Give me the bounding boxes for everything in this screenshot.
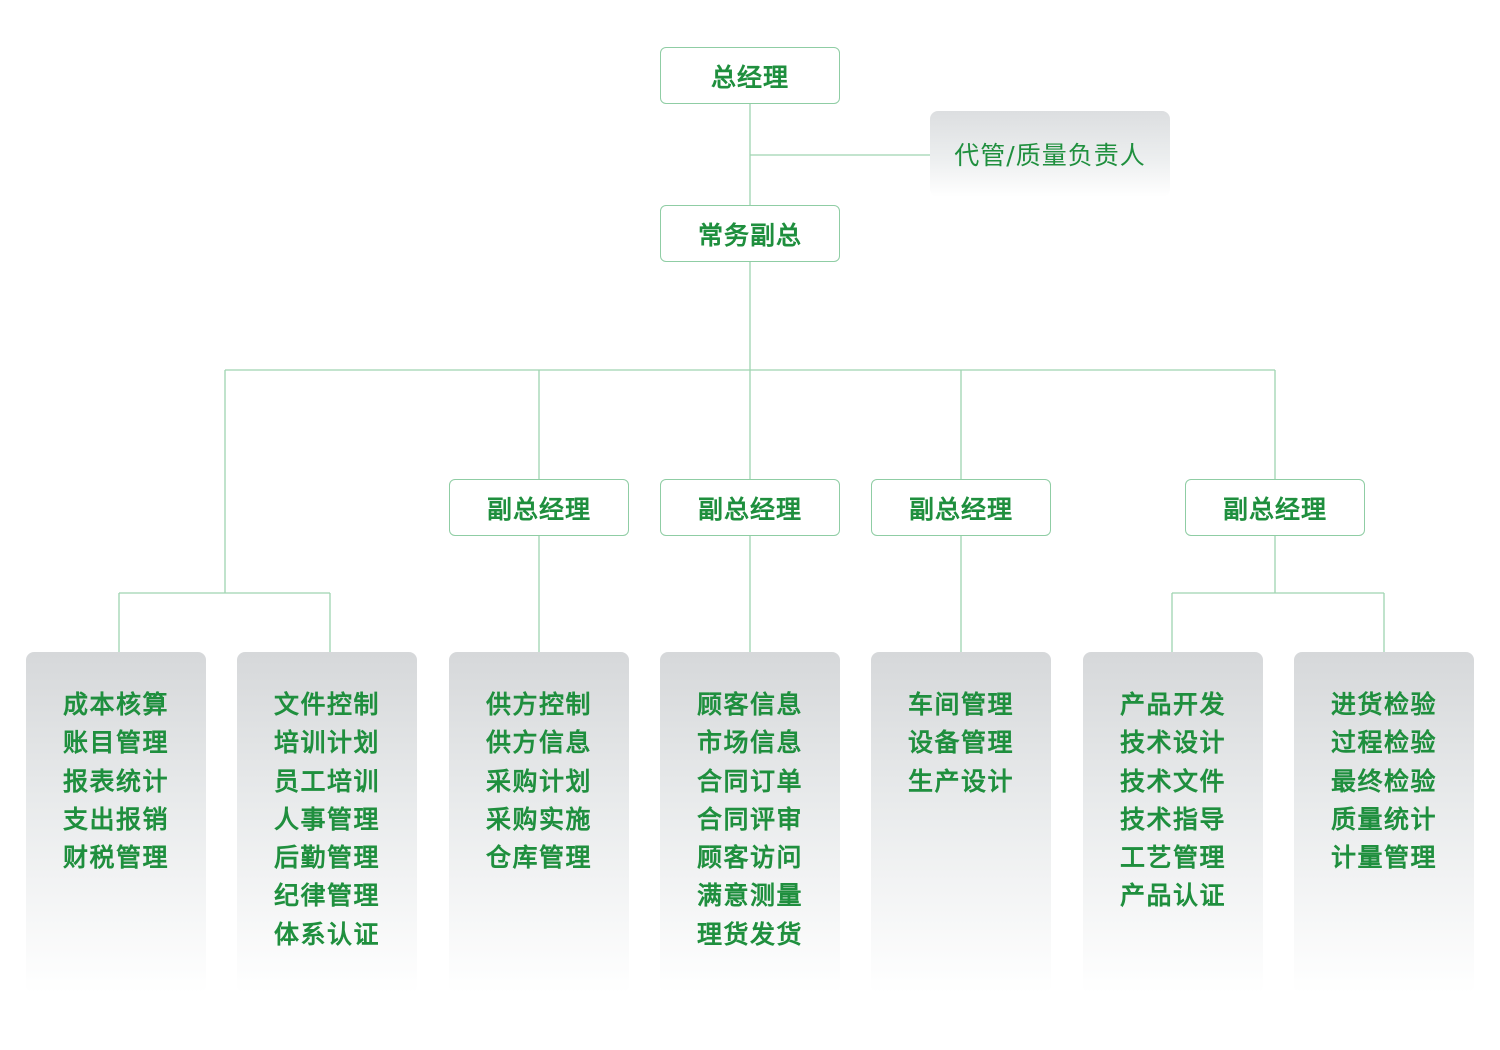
dept-item: 产品认证 [1119, 881, 1226, 911]
dept-item: 文件控制 [273, 690, 380, 719]
dept-finance: 成本核算 账目管理 报表统计 支出报销 财税管理 [26, 652, 206, 994]
dept-item: 产品开发 [1119, 690, 1226, 719]
dept-item: 成本核算 [62, 690, 169, 719]
dept-technology: 产品开发 技术设计 技术文件 技术指导 工艺管理 产品认证 [1083, 652, 1263, 994]
dept-item: 采购实施 [485, 804, 592, 834]
vp-box-3: 副总经理 [871, 479, 1051, 536]
dept-item: 技术文件 [1119, 766, 1226, 796]
dept-item: 工艺管理 [1119, 843, 1226, 873]
dept-item: 质量统计 [1330, 804, 1437, 834]
dept-item: 生产设计 [907, 766, 1014, 796]
executive-vp-box: 常务副总 [660, 205, 840, 262]
dept-item: 纪律管理 [273, 881, 380, 911]
dept-item: 合同订单 [696, 766, 803, 796]
dept-item: 采购计划 [485, 766, 592, 796]
dept-item: 技术指导 [1119, 804, 1226, 834]
dept-item: 供方控制 [485, 690, 592, 719]
dept-item: 财税管理 [62, 843, 169, 873]
dept-item: 合同评审 [696, 804, 803, 834]
vp-box-2: 副总经理 [660, 479, 840, 536]
dept-item: 车间管理 [907, 690, 1014, 719]
dept-procurement: 供方控制 供方信息 采购计划 采购实施 仓库管理 [449, 652, 629, 994]
dept-item: 员工培训 [273, 766, 380, 796]
dept-item: 顾客访问 [696, 843, 803, 873]
dept-item: 市场信息 [696, 728, 803, 758]
dept-sales: 顾客信息 市场信息 合同订单 合同评审 顾客访问 满意测量 理货发货 [660, 652, 840, 994]
dept-item: 设备管理 [907, 728, 1014, 758]
general-manager-box: 总经理 [660, 47, 840, 104]
dept-item: 账目管理 [62, 728, 169, 758]
dept-item: 报表统计 [62, 766, 169, 796]
dept-item: 支出报销 [62, 804, 169, 834]
dept-admin-hr: 文件控制 培训计划 员工培训 人事管理 后勤管理 纪律管理 体系认证 [237, 652, 417, 994]
dept-item: 最终检验 [1330, 766, 1437, 796]
dept-item: 技术设计 [1119, 728, 1226, 758]
dept-item: 体系认证 [273, 919, 380, 949]
dept-item: 过程检验 [1330, 728, 1437, 758]
dept-item: 满意测量 [696, 881, 803, 911]
dept-item: 理货发货 [696, 919, 803, 949]
dept-item: 进货检验 [1330, 690, 1437, 719]
dept-item: 人事管理 [273, 804, 380, 834]
dept-quality: 进货检验 过程检验 最终检验 质量统计 计量管理 [1294, 652, 1474, 994]
dept-item: 培训计划 [273, 728, 380, 758]
dept-production: 车间管理 设备管理 生产设计 [871, 652, 1051, 994]
deputy-quality-box: 代管/质量负责人 [930, 111, 1170, 197]
vp-box-1: 副总经理 [449, 479, 629, 536]
dept-item: 供方信息 [485, 728, 592, 758]
dept-item: 仓库管理 [485, 843, 592, 873]
dept-item: 计量管理 [1330, 843, 1437, 873]
vp-box-4: 副总经理 [1185, 479, 1365, 536]
dept-item: 顾客信息 [696, 690, 803, 719]
dept-item: 后勤管理 [273, 843, 380, 873]
